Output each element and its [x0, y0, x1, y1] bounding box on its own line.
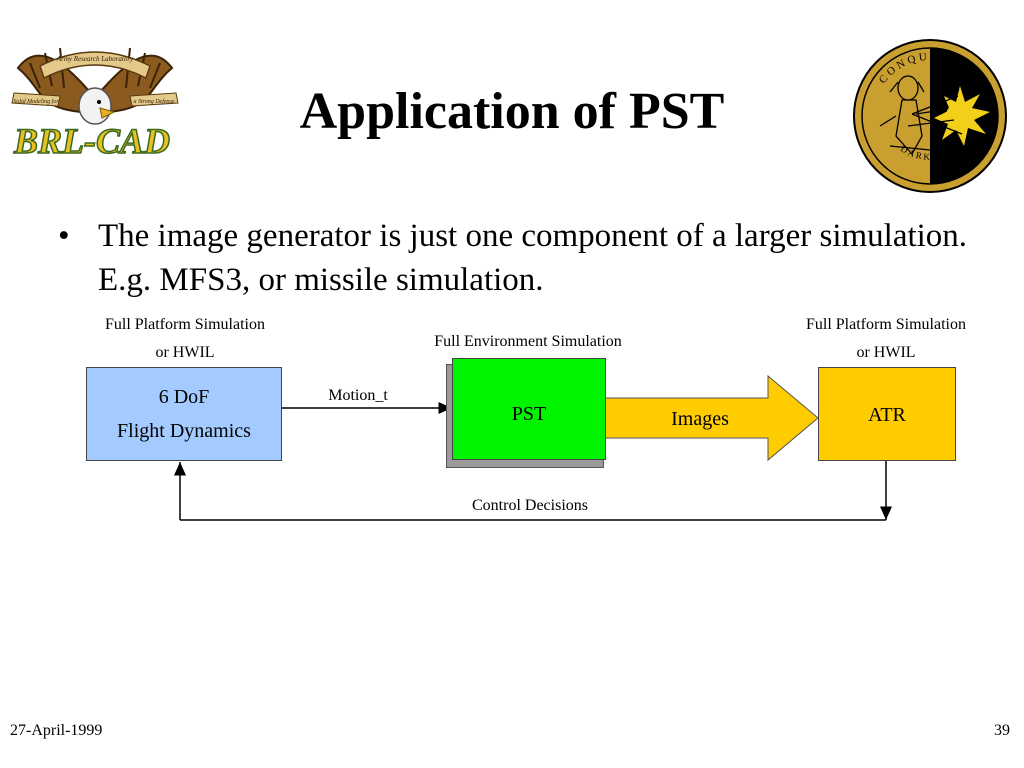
bullet-point: • The image generator is just one compon…: [58, 214, 988, 302]
images-arrow: [603, 374, 819, 462]
pst-box-label: PST: [511, 403, 547, 425]
bullet-text: The image generator is just one componen…: [98, 218, 968, 298]
left-caption-line2: or HWIL: [155, 344, 215, 361]
env-caption: Full Environment Simulation: [434, 333, 622, 350]
logo-side-text-left: Solid Modeling for: [13, 98, 59, 105]
conquest-of-darkness-seal: CONQUEST OF DARKNESS: [853, 39, 1007, 193]
pst-box: PST: [452, 358, 606, 460]
atr-box: ATR: [818, 367, 956, 461]
brl-cad-logo: Army Research Laboratory Solid Modeling …: [11, 47, 179, 162]
bullet-symbol: •: [58, 218, 70, 254]
left-caption-line1: Full Platform Simulation: [104, 316, 265, 333]
left-caption: Full Platform Simulation or HWIL: [80, 311, 290, 367]
logo-banner-text: Army Research Laboratory: [56, 55, 134, 63]
right-caption-line1: Full Platform Simulation: [805, 316, 966, 333]
motion-label: Motion_t: [328, 387, 388, 404]
logo-side-text-right: a Strong Defense: [133, 98, 174, 105]
right-caption-line2: or HWIL: [856, 344, 916, 361]
atr-box-label: ATR: [868, 404, 906, 426]
dof-box-line2: Flight Dynamics: [117, 420, 251, 442]
right-caption: Full Platform Simulation or HWIL: [780, 311, 992, 367]
page-number: 39: [994, 722, 1010, 739]
footer-date: 27-April-1999: [10, 722, 103, 739]
images-label: Images: [671, 408, 729, 430]
slide-title: Application of PST: [299, 83, 725, 140]
control-label: Control Decisions: [472, 497, 588, 514]
dof-box: 6 DoF Flight Dynamics: [86, 367, 282, 461]
logo-lettering: BRL-CAD: [13, 121, 170, 161]
dof-box-line1: 6 DoF: [158, 386, 210, 408]
